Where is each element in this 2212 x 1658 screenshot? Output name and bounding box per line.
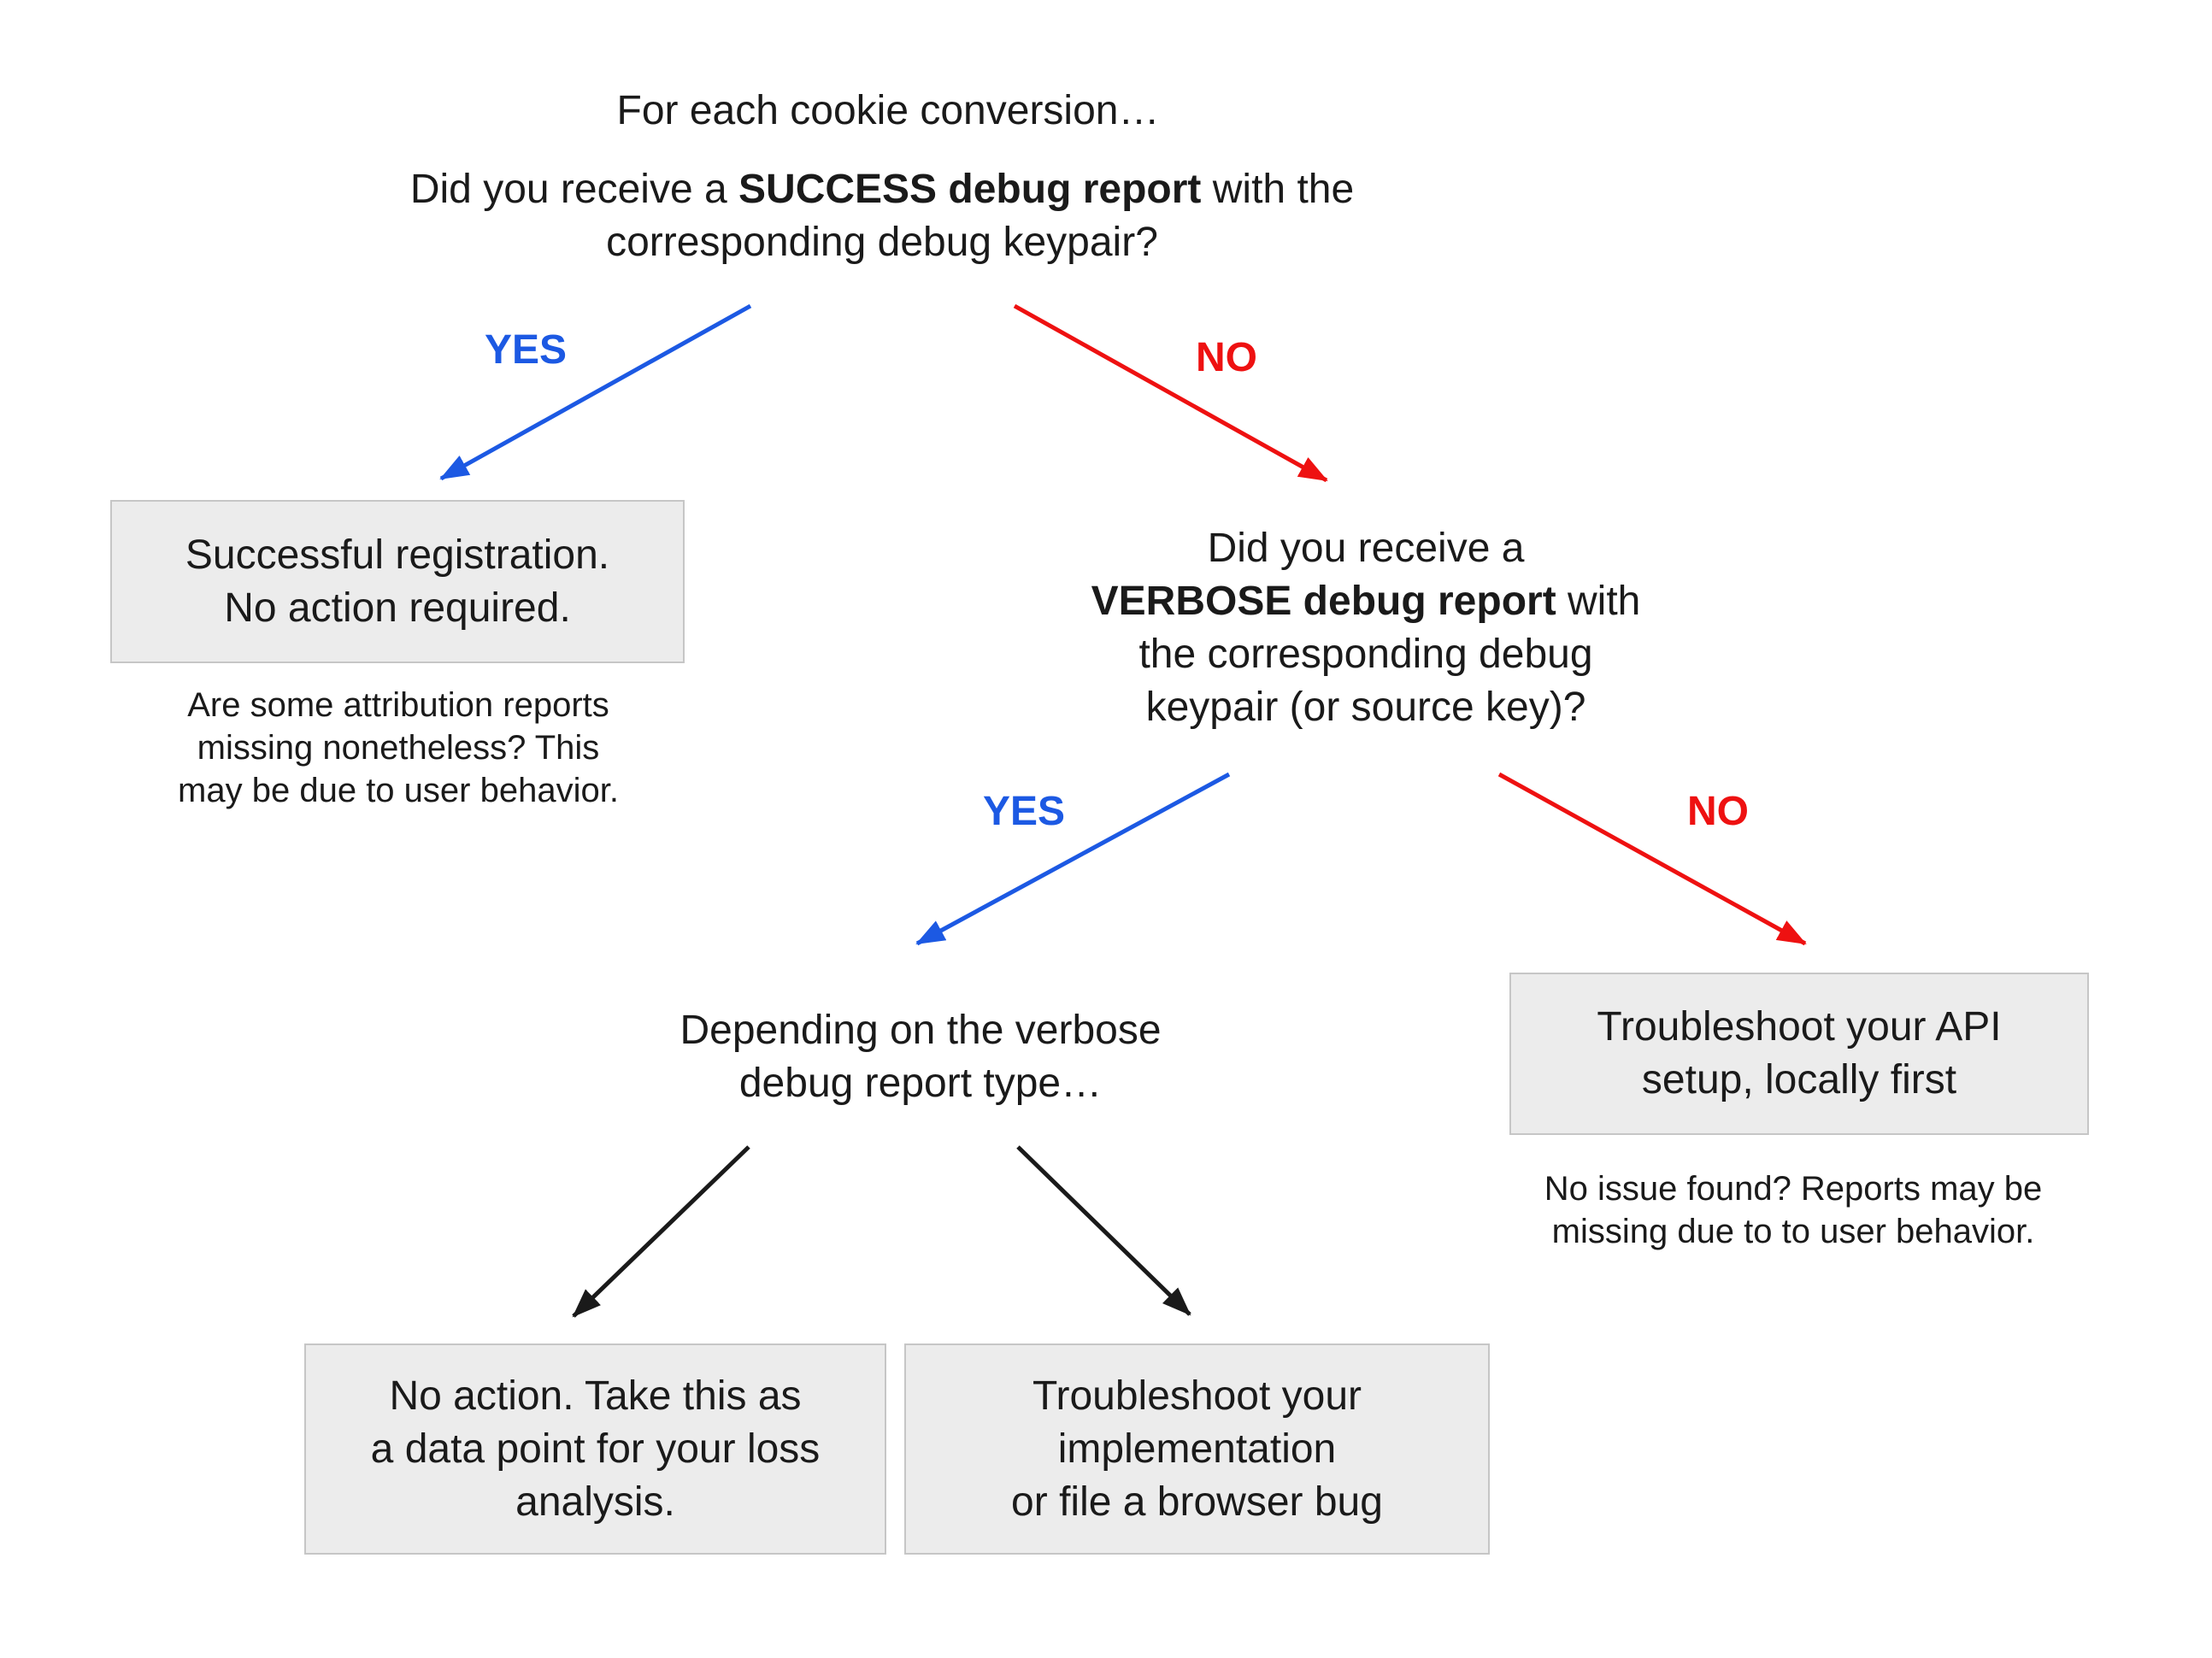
- question-success-line-1: Did you receive a SUCCESS debug report w…: [409, 167, 1355, 212]
- question-verbose-line-4: keypair (or source key)?: [1145, 685, 1586, 730]
- question-verbose-line-3: the corresponding debug: [1138, 632, 1593, 677]
- no-arrow-2: [1497, 772, 1807, 946]
- box-no-action-line-3: analysis.: [515, 1479, 675, 1525]
- question-verbose-report: Did you receive a VERBOSE debug report w…: [1091, 522, 1641, 734]
- intro-text: For each cookie conversion…: [617, 85, 1160, 138]
- success-report-bold: SUCCESS debug report: [738, 167, 1202, 212]
- box-no-action-line-1: No action. Take this as: [389, 1373, 802, 1419]
- note-attribution-line-3: may be due to user behavior.: [178, 772, 619, 809]
- intro-line: For each cookie conversion…: [616, 88, 1160, 133]
- box-successful-registration: Successful registration. No action requi…: [110, 500, 685, 663]
- no-arrow-1: [1013, 303, 1328, 483]
- note-attribution-line-2: missing nonetheless? This: [197, 729, 600, 767]
- box-impl-line-1: Troubleshoot your: [1032, 1373, 1362, 1419]
- question-verbose-line-2: VERBOSE debug report with: [1091, 579, 1641, 624]
- box-successful-line-2: No action required.: [224, 585, 571, 631]
- yes-label-1: YES: [484, 327, 568, 373]
- box-troubleshoot-api: Troubleshoot your API setup, locally fir…: [1509, 973, 2089, 1135]
- verbose-type-arrow-left: [572, 1145, 750, 1318]
- depending-line-2: debug report type…: [738, 1061, 1103, 1106]
- box-impl-line-3: or file a browser bug: [1011, 1479, 1383, 1525]
- box-impl-line-2: implementation: [1057, 1426, 1337, 1472]
- note-attribution-reports: Are some attribution reports missing non…: [178, 684, 619, 812]
- no-label-2: NO: [1687, 789, 1749, 834]
- note-no-issue-line-2: missing due to to user behavior.: [1551, 1213, 2035, 1250]
- box-troubleshoot-implementation: Troubleshoot your implementation or file…: [904, 1343, 1490, 1555]
- question-success-line-2: corresponding debug keypair?: [606, 220, 1158, 265]
- box-successful-line-1: Successful registration.: [185, 532, 610, 578]
- note-no-issue-line-1: No issue found? Reports may be: [1544, 1170, 2043, 1208]
- question-success-report: Did you receive a SUCCESS debug report w…: [410, 163, 1354, 269]
- note-no-issue-found: No issue found? Reports may be missing d…: [1544, 1167, 2043, 1253]
- no-label-1: NO: [1196, 335, 1257, 380]
- box-no-action: No action. Take this as a data point for…: [304, 1343, 886, 1555]
- yes-label-2: YES: [982, 789, 1066, 834]
- text-depending-verbose: Depending on the verbose debug report ty…: [679, 1004, 1161, 1110]
- box-api-line-2: setup, locally first: [1641, 1057, 1957, 1102]
- verbose-type-arrow-right: [1016, 1145, 1191, 1316]
- question-verbose-line-1: Did you receive a: [1207, 526, 1525, 571]
- verbose-report-bold: VERBOSE debug report: [1091, 579, 1556, 624]
- box-api-line-1: Troubleshoot your API: [1597, 1004, 2002, 1049]
- depending-line-1: Depending on the verbose: [679, 1008, 1162, 1053]
- yes-arrow-2: [915, 772, 1231, 946]
- note-attribution-line-1: Are some attribution reports: [187, 686, 609, 724]
- box-no-action-line-2: a data point for your loss: [370, 1426, 821, 1472]
